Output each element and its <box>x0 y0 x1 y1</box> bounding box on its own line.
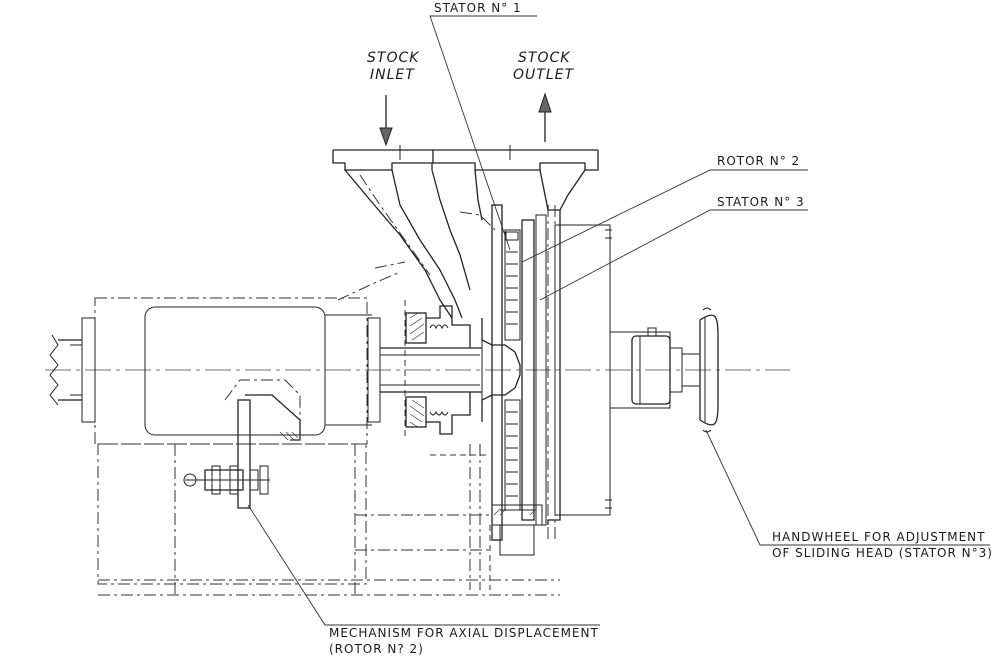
rotor-stator-pack <box>481 204 612 556</box>
leader-lines <box>247 15 990 626</box>
rotor-2-label: ROTOR N° 2 <box>717 154 800 168</box>
stock-outlet-label-line2: OUTLET <box>513 67 574 83</box>
handwheel-label-line1: HANDWHEEL FOR ADJUSTMENT <box>772 530 985 544</box>
stock-inlet-label-line1: STOCK <box>367 50 420 66</box>
base-frame <box>97 443 560 596</box>
stator-3-label: STATOR N° 3 <box>717 195 805 209</box>
bearing-housing <box>49 297 381 445</box>
stock-inlet-label-line2: INLET <box>370 67 415 83</box>
shaft-seal <box>404 300 490 456</box>
stock-outlet-arrow <box>538 92 552 142</box>
mechanism-label-line2: (ROTOR N? 2) <box>329 642 424 656</box>
mechanism-label-line1: MECHANISM FOR AXIAL DISPLACEMENT <box>329 626 599 640</box>
stock-inlet-arrow <box>379 95 393 147</box>
handwheel-label-line2: OF SLIDING HEAD (STATOR N°3) <box>772 546 993 560</box>
axial-displacement-mechanism <box>183 379 301 509</box>
handwheel-assembly <box>609 307 719 433</box>
stator-1-label: STATOR N° 1 <box>434 1 522 15</box>
shaft <box>380 347 482 393</box>
stock-outlet-label-line1: STOCK <box>518 50 571 66</box>
inlet-outlet-housing <box>332 145 599 319</box>
